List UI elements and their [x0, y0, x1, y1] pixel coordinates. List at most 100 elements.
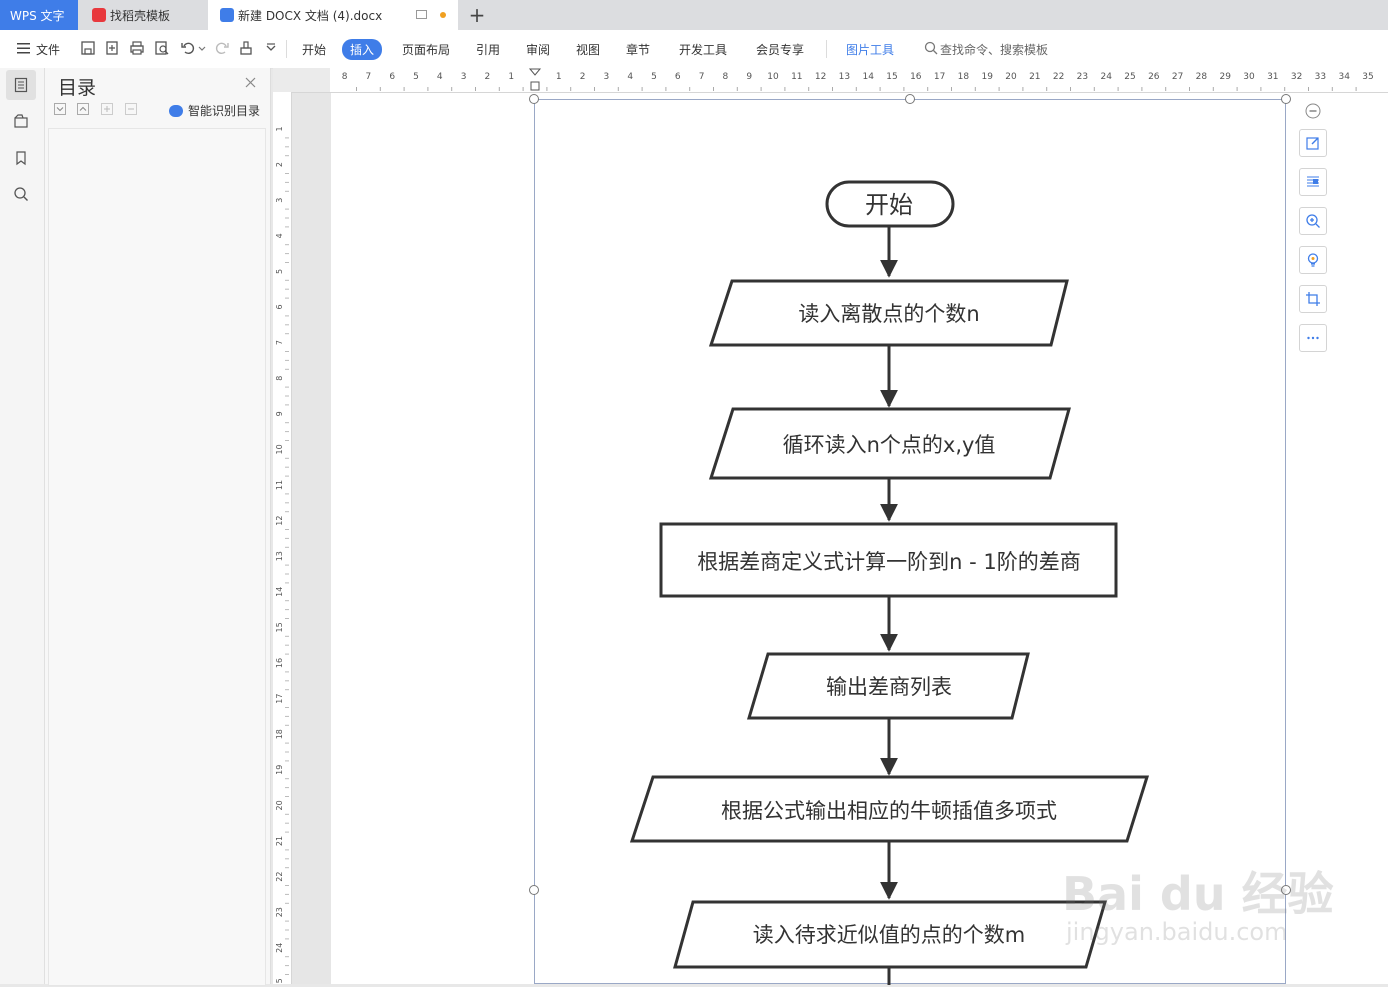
text-wrap-icon [1307, 176, 1319, 187]
undo-dropdown-icon[interactable] [198, 40, 206, 56]
menu-section[interactable]: 章节 [626, 43, 651, 57]
new-tab-button[interactable]: + [468, 3, 486, 27]
flow-step-label: 读入离散点的个数n [798, 302, 979, 326]
export-pdf-icon[interactable] [104, 40, 120, 56]
ruler-label: 3 [604, 72, 610, 82]
flow-step-label: 输出差商列表 [826, 675, 952, 699]
flowchart-image: 开始 读入离散点的个数n 循环读入n个点的x,y值 根据差商定义式计算一阶到n … [629, 180, 1150, 985]
menu-separator [286, 40, 287, 58]
ruler-label: 11 [275, 480, 284, 490]
smart-toc-button[interactable]: 智能识别目录 [169, 102, 260, 119]
hamburger-menu-icon[interactable] [16, 40, 32, 56]
menu-review[interactable]: 审阅 [526, 43, 551, 57]
ruler-label: 5 [651, 72, 657, 82]
chapter-nav-button[interactable] [6, 106, 36, 136]
resize-handle-right[interactable] [1281, 885, 1291, 895]
ruler-label: 1 [275, 126, 284, 131]
image-ideas-button[interactable] [1299, 246, 1327, 274]
monitor-icon[interactable] [416, 10, 427, 19]
ruler-label: 25 [1124, 72, 1135, 82]
ruler-label: 6 [675, 72, 681, 82]
ruler-label: 8 [275, 376, 284, 381]
selected-image-frame[interactable]: 开始 读入离散点的个数n 循环读入n个点的x,y值 根据差商定义式计算一阶到n … [534, 99, 1286, 985]
tab-wps-home[interactable]: WPS 文字 [0, 0, 78, 30]
find-button[interactable] [6, 179, 36, 209]
print-icon[interactable] [129, 40, 145, 56]
ruler-label: 18 [275, 729, 284, 739]
ruler-label: 28 [1196, 72, 1208, 82]
text-wrap-button[interactable] [1299, 168, 1327, 196]
first-line-indent-marker[interactable] [528, 68, 542, 76]
ruler-label: 2 [485, 72, 491, 82]
left-indent-marker[interactable] [530, 81, 540, 91]
save-icon[interactable] [80, 40, 96, 56]
crop-image-button[interactable] [1299, 285, 1327, 313]
ruler-label: 24 [275, 943, 284, 953]
document-tab-label: 新建 DOCX 文档 (4).docx [238, 8, 383, 23]
edit-image-button[interactable] [1299, 129, 1327, 157]
menu-view[interactable]: 视图 [576, 43, 601, 57]
menu-developer-tools[interactable]: 开发工具 [679, 43, 728, 57]
print-preview-icon[interactable] [154, 40, 170, 56]
menu-page-layout[interactable]: 页面布局 [402, 43, 451, 57]
command-search-input[interactable]: 查找命令、搜索模板 [940, 43, 1049, 57]
plus-icon [104, 106, 110, 112]
ruler-label: 23 [275, 907, 284, 917]
ruler-label: 9 [746, 72, 752, 82]
ruler-label: 20 [1005, 72, 1017, 82]
resize-handle-top-left[interactable] [529, 94, 539, 104]
resize-handle-top-right[interactable] [1281, 94, 1291, 104]
bookmark-button[interactable] [6, 143, 36, 173]
baidu-watermark-url: jingyan.baidu.com [1066, 918, 1288, 946]
menu-references[interactable]: 引用 [476, 43, 501, 57]
file-menu[interactable]: 文件 [36, 43, 61, 57]
menu-membership[interactable]: 会员专享 [756, 43, 805, 57]
quick-access-dropdown-icon[interactable] [265, 40, 277, 56]
chevron-down-icon [56, 107, 64, 112]
toc-list-area [48, 128, 266, 986]
promote-level-button[interactable] [101, 103, 113, 115]
resize-handle-top[interactable] [905, 94, 915, 104]
zoom-in-icon [1306, 214, 1320, 228]
smart-recognize-icon [169, 104, 183, 117]
ruler-label: 10 [767, 72, 779, 82]
ruler-label: 24 [1100, 72, 1112, 82]
resize-handle-left[interactable] [529, 885, 539, 895]
ruler-label: 7 [366, 72, 372, 82]
menu-insert[interactable]: 插入 [342, 39, 383, 60]
toc-panel-button[interactable] [6, 70, 36, 100]
vertical-ruler-ticks: 1234567891011121314151617181920212223242… [275, 126, 289, 987]
more-options-button[interactable] [1299, 324, 1327, 352]
expand-all-button[interactable] [54, 103, 66, 115]
zoom-image-button[interactable] [1299, 207, 1327, 235]
demote-level-button[interactable] [125, 103, 137, 115]
undo-icon[interactable] [180, 40, 196, 56]
ruler-label: 15 [886, 72, 897, 82]
ruler-label: 1 [556, 72, 562, 82]
collapse-toolbar-icon[interactable] [1305, 103, 1321, 119]
flow-step-label: 读入待求近似值的点的个数m [753, 923, 1025, 947]
ruler-label: 20 [275, 800, 284, 810]
format-painter-icon[interactable] [238, 40, 254, 56]
menu-picture-tools[interactable]: 图片工具 [846, 43, 895, 57]
ruler-label: 7 [699, 72, 705, 82]
ruler-label: 5 [275, 269, 284, 274]
ruler-label: 14 [862, 72, 874, 82]
flow-input-box [708, 407, 1071, 480]
ruler-label: 12 [275, 516, 284, 526]
tab-template[interactable]: 找稻壳模板 [80, 0, 206, 30]
crop-icon [1306, 292, 1320, 306]
tab-document[interactable]: 新建 DOCX 文档 (4).docx [208, 0, 458, 30]
menu-home[interactable]: 开始 [302, 43, 327, 57]
ruler-label: 34 [1338, 72, 1350, 82]
redo-icon[interactable] [214, 40, 230, 56]
close-icon[interactable] [245, 77, 256, 88]
ruler-label: 17 [934, 72, 945, 82]
document-outline-icon [14, 77, 28, 93]
collapse-all-button[interactable] [77, 103, 89, 115]
unsaved-dot-icon [440, 12, 446, 18]
baidu-watermark: Bai du 经验 [1062, 867, 1334, 921]
more-dots-icon [1307, 336, 1319, 340]
